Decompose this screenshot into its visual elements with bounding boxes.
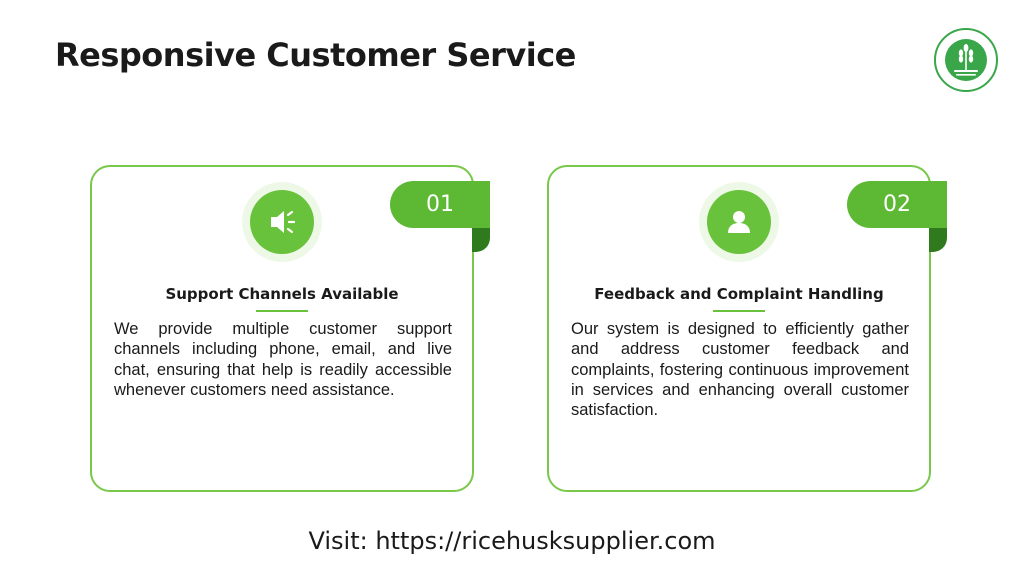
card-number-badge: 01 (390, 181, 490, 228)
icon-ring (242, 182, 322, 262)
card-body: Our system is designed to efficiently ga… (571, 320, 909, 420)
title-underline (256, 310, 308, 312)
company-logo (934, 28, 998, 92)
card-number-badge: 02 (847, 181, 947, 228)
page-title: Responsive Customer Service (55, 36, 576, 74)
user-icon (707, 190, 771, 254)
megaphone-icon (250, 190, 314, 254)
card-feedback-handling: 02 Feedback and Complaint Handling Our s… (547, 165, 947, 492)
card-title: Support Channels Available (165, 285, 399, 303)
icon-ring (699, 182, 779, 262)
badge-fold (472, 228, 490, 252)
badge-fold (929, 228, 947, 252)
footer-link[interactable]: Visit: https://ricehusksupplier.com (308, 527, 716, 555)
title-underline (713, 310, 765, 312)
card-support-channels: 01 Support Channels Available We provide… (90, 165, 490, 492)
card-title: Feedback and Complaint Handling (594, 285, 884, 303)
card-body: We provide multiple customer support cha… (114, 320, 452, 399)
